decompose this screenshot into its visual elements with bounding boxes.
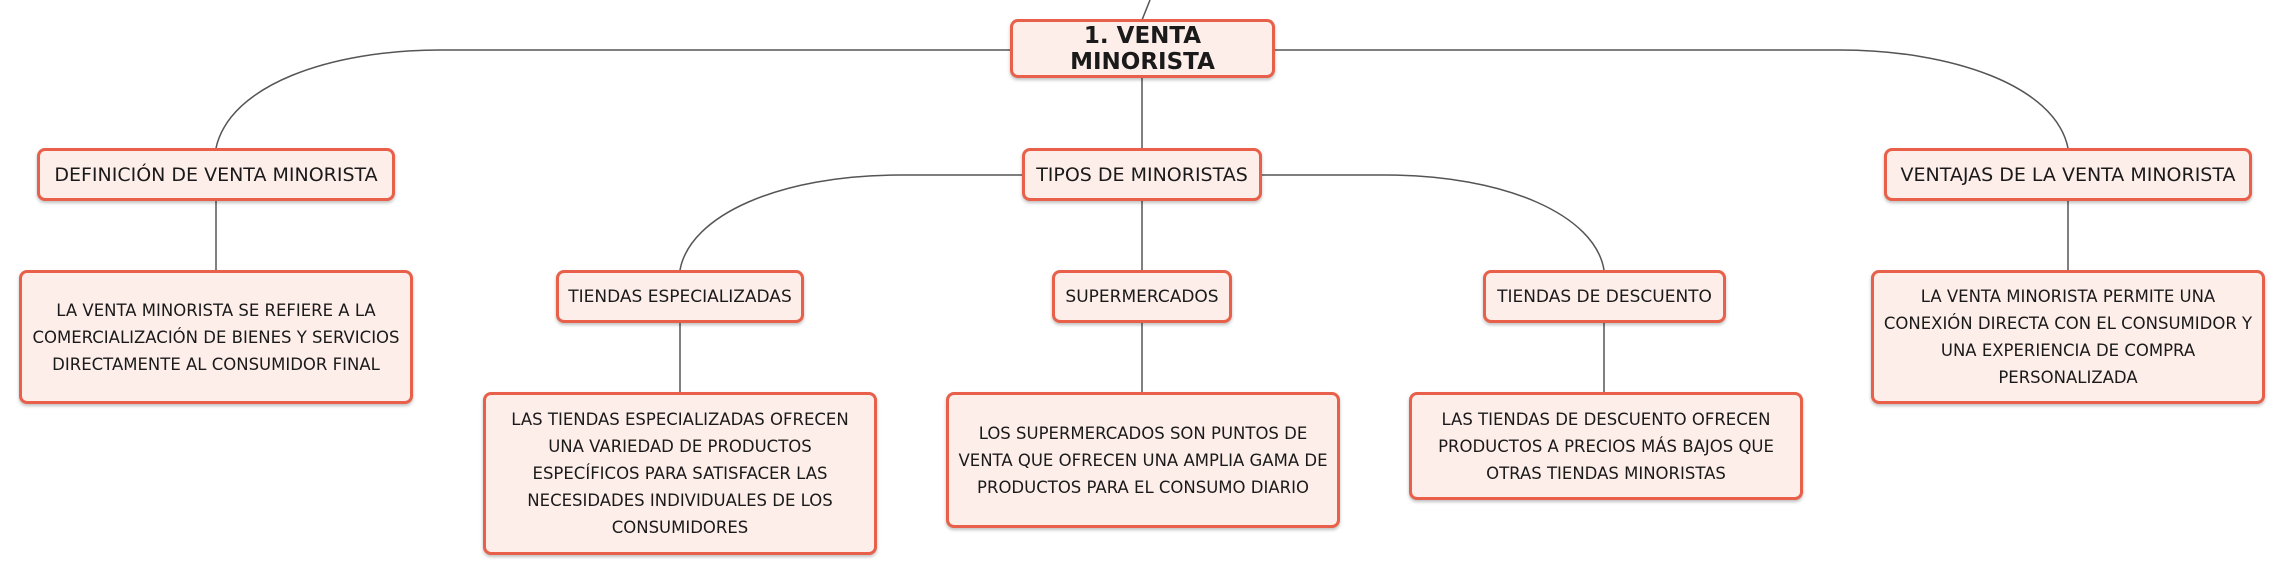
node-supermercados-description[interactable]: LOS SUPERMERCADOS SON PUNTOS DE VENTA QU… — [946, 392, 1340, 528]
node-especializadas-description[interactable]: LAS TIENDAS ESPECIALIZADAS OFRECEN UNA V… — [483, 392, 877, 555]
definicion-description: LA VENTA MINORISTA SE REFIERE A LA COMER… — [32, 300, 400, 374]
connector-root-definicion — [215, 49, 1010, 149]
node-supermercados[interactable]: SUPERMERCADOS — [1052, 270, 1232, 323]
descuento-label: TIENDAS DE DESCUENTO — [1497, 286, 1712, 307]
node-tipos[interactable]: TIPOS DE MINORISTAS — [1022, 148, 1262, 201]
especializadas-description: LAS TIENDAS ESPECIALIZADAS OFRECEN UNA V… — [511, 410, 849, 537]
descuento-description: LAS TIENDAS DE DESCUENTO OFRECEN PRODUCT… — [1438, 409, 1774, 483]
node-descuento-description[interactable]: LAS TIENDAS DE DESCUENTO OFRECEN PRODUCT… — [1409, 392, 1803, 500]
tipos-label: TIPOS DE MINORISTAS — [1036, 163, 1248, 186]
connector-tipos-especializadas — [679, 174, 1022, 271]
root-label: 1. VENTA MINORISTA — [1070, 22, 1215, 75]
connector-root-ventajas — [1275, 49, 2069, 149]
ventajas-label: VENTAJAS DE LA VENTA MINORISTA — [1900, 163, 2236, 186]
connector-tipos-descuento — [1262, 174, 1605, 271]
especializadas-label: TIENDAS ESPECIALIZADAS — [568, 286, 792, 307]
node-especializadas[interactable]: TIENDAS ESPECIALIZADAS — [556, 270, 804, 323]
connector-root-parent — [1141, 0, 1151, 21]
supermercados-label: SUPERMERCADOS — [1065, 286, 1219, 307]
node-ventajas-description[interactable]: LA VENTA MINORISTA PERMITE UNA CONEXIÓN … — [1871, 270, 2265, 404]
node-definicion-description[interactable]: LA VENTA MINORISTA SE REFIERE A LA COMER… — [19, 270, 413, 404]
node-definicion[interactable]: DEFINICIÓN DE VENTA MINORISTA — [37, 148, 395, 201]
node-descuento[interactable]: TIENDAS DE DESCUENTO — [1483, 270, 1726, 323]
ventajas-description: LA VENTA MINORISTA PERMITE UNA CONEXIÓN … — [1883, 287, 2253, 387]
definicion-label: DEFINICIÓN DE VENTA MINORISTA — [54, 163, 378, 186]
supermercados-description: LOS SUPERMERCADOS SON PUNTOS DE VENTA QU… — [958, 423, 1328, 497]
root-node[interactable]: 1. VENTA MINORISTA — [1010, 19, 1275, 78]
node-ventajas[interactable]: VENTAJAS DE LA VENTA MINORISTA — [1884, 148, 2252, 201]
